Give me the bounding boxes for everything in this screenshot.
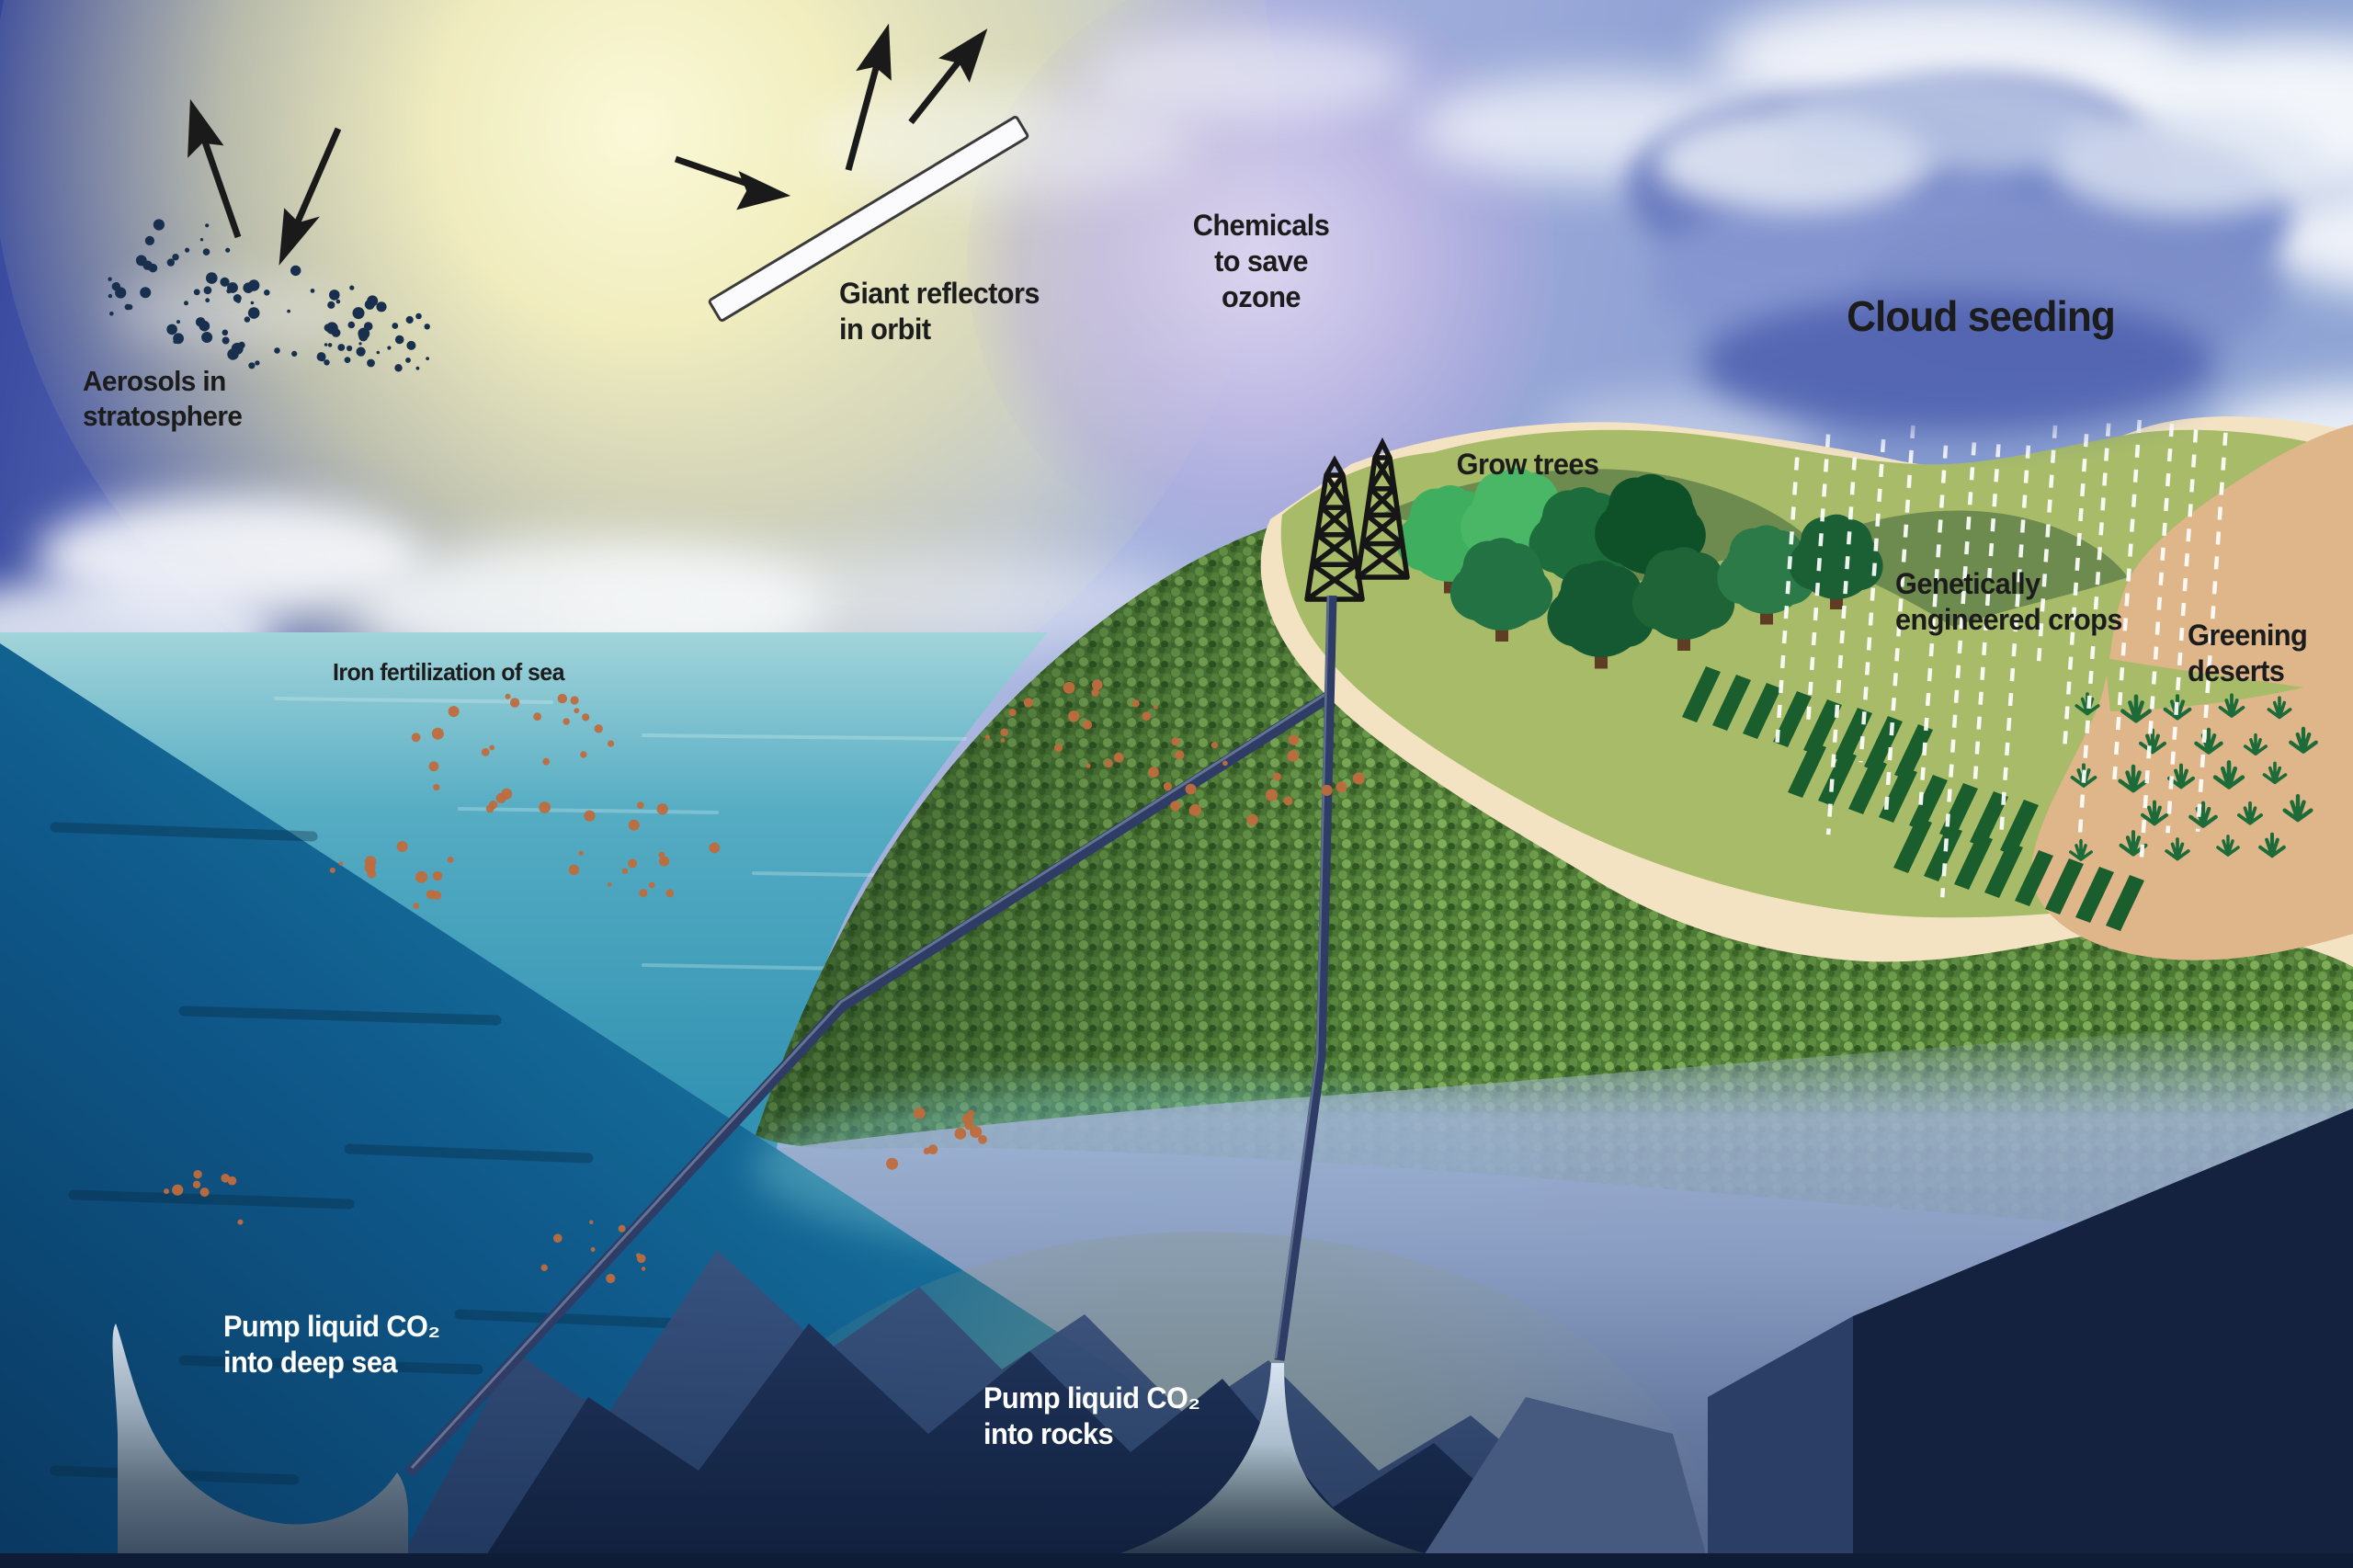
derrick-icon [1304,437,1410,602]
tree-icon [1449,538,1553,642]
sea-floor-strip [0,1553,2353,1568]
derrick-icon [1304,455,1365,602]
grass-tuft-icon [2069,692,2318,861]
aerosol-particles-icon [108,219,430,372]
co2-funnel-icon [1077,1363,1474,1564]
tree-icon [1717,525,1815,625]
co2-pool-icon [112,1324,409,1568]
rock-block-front-face [1853,1108,2353,1568]
label-iron: Iron fertilization of sea [333,658,564,686]
iron-particles-icon [164,679,1365,1284]
pipe-rocks [1274,595,1337,1361]
seabed-rocks-front [478,1324,1618,1568]
label-crops: Genetically engineered crops [1895,567,2122,637]
crop-rows-icon [1682,666,2144,931]
tree-icon [1396,467,1883,669]
mirror-icon [708,116,1029,322]
label-deserts: Greening deserts [2188,619,2308,688]
rock-shard [1415,1397,1710,1568]
rock-block-left-face [1708,1316,1853,1568]
tree-icon [1631,547,1735,651]
rain-cloud-part [1783,74,2114,175]
sun-ray-arrows-aerosols [188,98,342,266]
rain-cloud-part [1700,294,2215,432]
label-chemicals: Chemicals to save ozone [1192,209,1330,314]
label-cloud-seeding: Cloud seeding [1847,292,2116,340]
deep-sea-streaks [50,822,686,1485]
mountain-shade [756,503,1434,1167]
sea-surface [0,632,1048,1149]
rain-icon [1774,419,2228,898]
label-pump-rocks: Pump liquid CO₂ into rocks [983,1381,1200,1451]
sun-ray-arrows-reflector [674,23,988,210]
derrick-icon [1355,437,1410,580]
label-aerosols: Aerosols in stratosphere [83,365,243,432]
label-grow-trees: Grow trees [1456,448,1599,481]
tree-icon [1789,514,1883,609]
label-pump-deep-sea: Pump liquid CO₂ into deep sea [223,1310,440,1380]
label-reflectors: Giant reflectors in orbit [839,277,1040,347]
cloud-icon [1085,28,1415,119]
pipe-deep-sea [404,689,1334,1478]
